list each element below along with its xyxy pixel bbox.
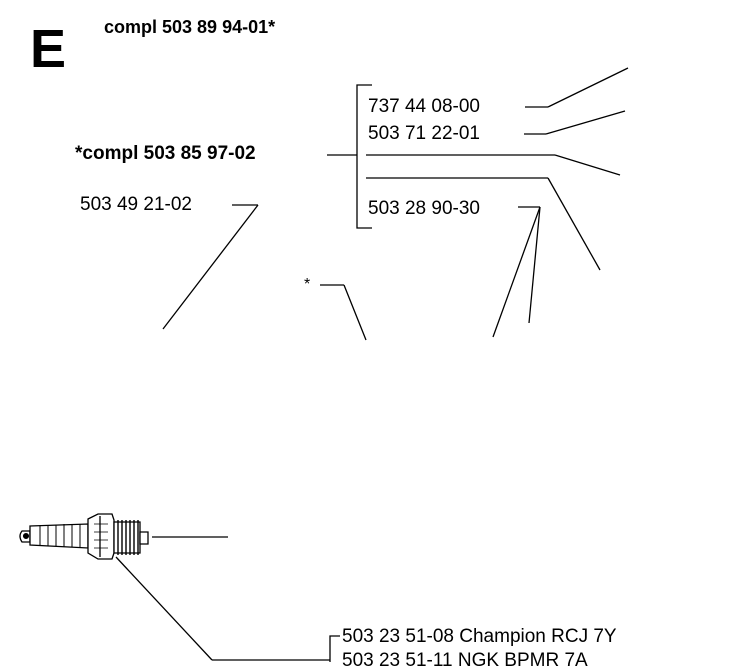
spark-plug-leader-diag (115, 556, 213, 661)
leader-row4-d (547, 177, 601, 271)
part-number-503-71-22-01: 503 71 22-01 (368, 123, 480, 144)
spark-plug-ngk-label: 503 23 51-11 NGK BPMR 7A (342, 650, 588, 671)
section-letter: E (30, 19, 67, 79)
spark-plug-drawing (19, 513, 149, 560)
leader-p1-d (547, 67, 629, 108)
assembly-number: compl 503 89 94-01* (104, 17, 276, 37)
leader-p2-d (545, 110, 626, 135)
sub-assembly-bracket (356, 84, 372, 229)
asterisk-marker: * (304, 276, 311, 293)
sub-assembly-number: *compl 503 85 97-02 (75, 143, 256, 164)
leader-asterisk-d (343, 284, 367, 341)
leader-p3-d1 (492, 206, 541, 338)
leader-p3-d2 (528, 206, 541, 324)
spark-plug-bracket (329, 635, 340, 662)
part-number-503-49-21-02: 503 49 21-02 (80, 194, 192, 215)
leader-row3-d (554, 154, 621, 176)
leader-p4-d (162, 204, 259, 330)
part-number-737-44-08-00: 737 44 08-00 (368, 96, 480, 117)
part-number-503-28-90-30: 503 28 90-30 (368, 198, 480, 219)
spark-plug-champion-label: 503 23 51-08 Champion RCJ 7Y (342, 626, 617, 647)
